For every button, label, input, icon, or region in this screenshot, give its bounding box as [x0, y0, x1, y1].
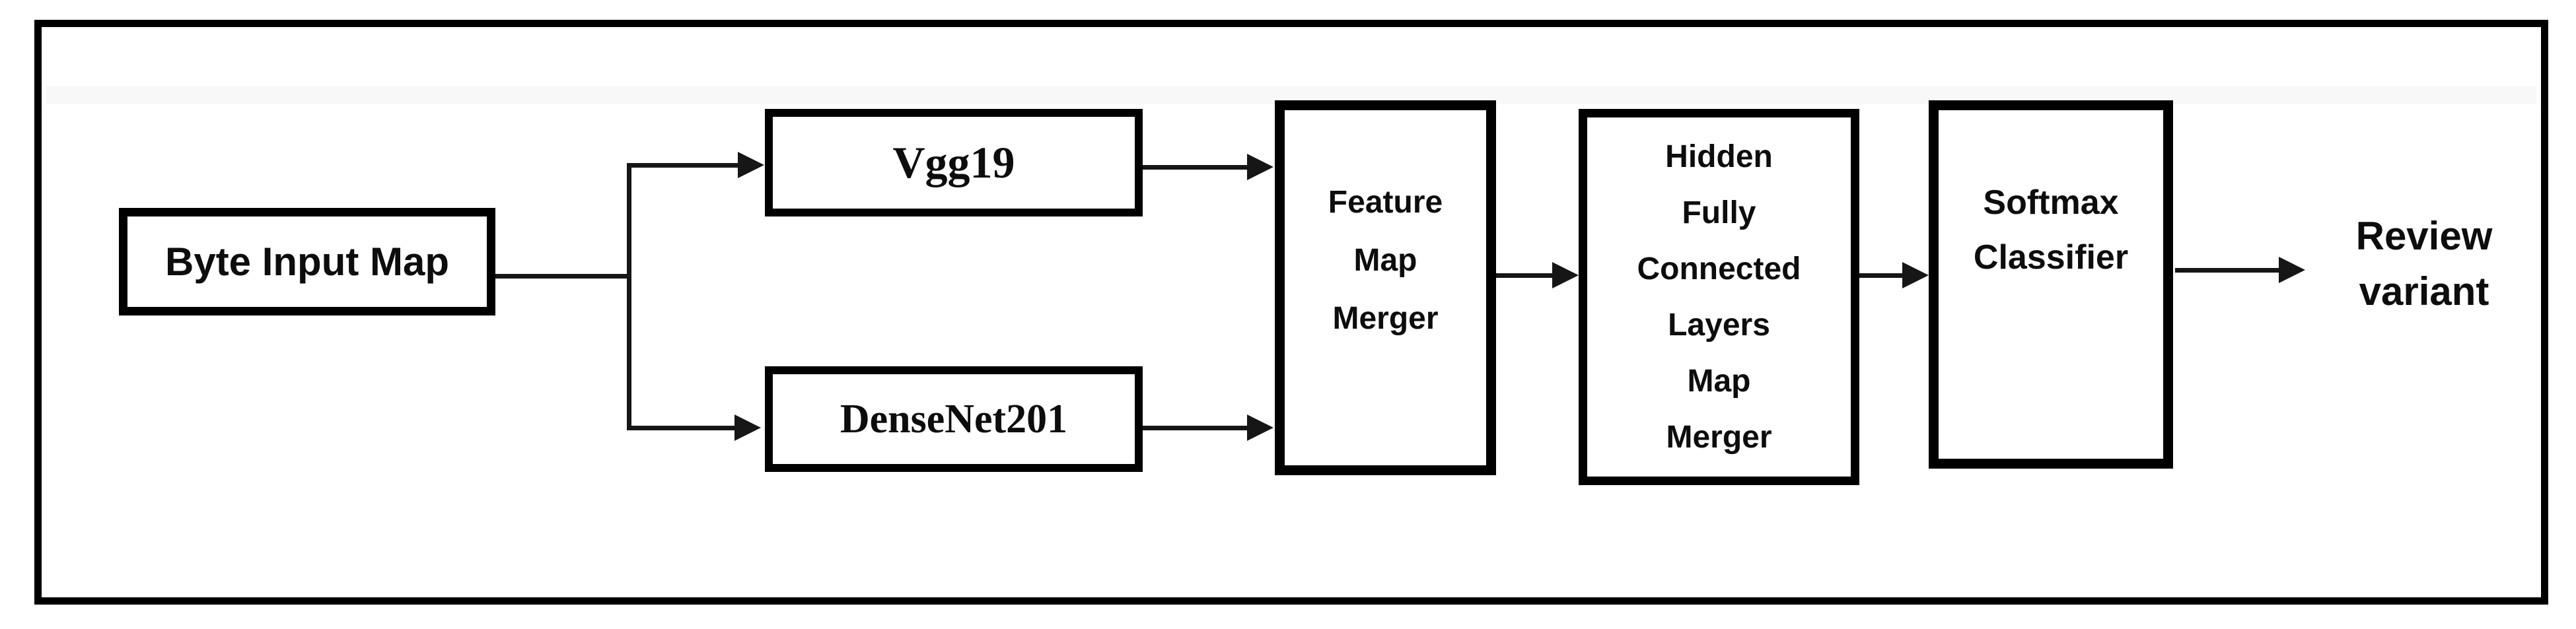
connector-branch-vertical [627, 163, 631, 430]
node-feature-map-merger-line2: Map [1353, 243, 1417, 278]
node-softmax-line1: Softmax [1983, 183, 2119, 222]
node-densenet201-label: DenseNet201 [840, 396, 1068, 442]
connector-densenet-to-merger [1143, 426, 1248, 430]
node-softmax-line2: Classifier [1973, 238, 2129, 277]
arrowhead-into-hidden-fc [1552, 262, 1579, 288]
connector-branch-to-densenet [629, 426, 734, 430]
connector-vgg19-to-merger [1143, 165, 1248, 170]
arrowhead-vgg19-into-merger [1247, 154, 1273, 180]
node-byte-input-map: Byte Input Map [119, 208, 495, 315]
arrowhead-densenet-into-merger [1247, 414, 1273, 441]
connector-merger-to-hidden-fc [1496, 273, 1554, 278]
arrowhead-into-densenet [734, 414, 761, 441]
output-label-line1: Review [2355, 214, 2493, 258]
node-feature-map-merger-line3: Merger [1332, 301, 1439, 336]
node-hidden-fc-map-merger: Hidden Fully Connected Layers Map Merger [1579, 109, 1859, 485]
output-review-variant-label: Review variant [2342, 209, 2507, 319]
node-feature-map-merger-line1: Feature [1328, 185, 1443, 220]
node-vgg19-label: Vgg19 [892, 137, 1015, 187]
arrowhead-into-output [2279, 257, 2305, 283]
node-hidden-fc-line2: Fully [1682, 195, 1756, 230]
node-densenet201: DenseNet201 [765, 366, 1143, 472]
node-hidden-fc-line3: Connected [1637, 251, 1801, 286]
node-hidden-fc-line4: Layers [1668, 308, 1770, 343]
connector-hidden-fc-to-softmax [1859, 273, 1904, 278]
node-hidden-fc-line1: Hidden [1665, 139, 1773, 174]
node-feature-map-merger: Feature Map Merger [1275, 100, 1496, 475]
arrowhead-into-softmax [1902, 262, 1929, 288]
output-label-line2: variant [2359, 269, 2489, 314]
node-vgg19: Vgg19 [765, 109, 1143, 216]
node-hidden-fc-line6: Merger [1666, 420, 1772, 455]
node-hidden-fc-line5: Map [1687, 364, 1751, 399]
connector-softmax-to-output [2175, 268, 2281, 273]
arrowhead-into-vgg19 [738, 152, 764, 178]
node-byte-input-map-label: Byte Input Map [165, 240, 449, 284]
connector-byte-to-branch [495, 274, 631, 279]
node-softmax-classifier: Softmax Classifier [1929, 100, 2173, 469]
connector-branch-to-vgg19 [629, 163, 738, 168]
